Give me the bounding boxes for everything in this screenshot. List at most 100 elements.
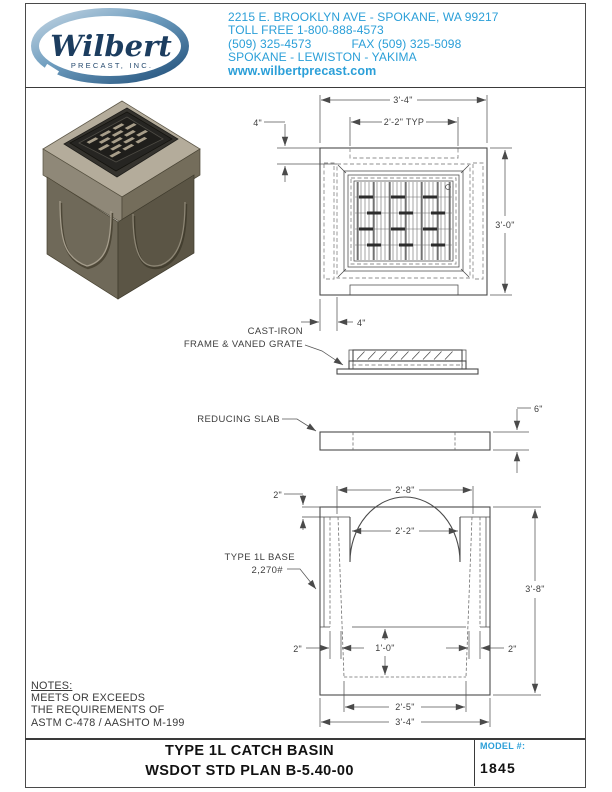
contact-tollfree: TOLL FREE 1-800-888-4573: [228, 23, 384, 38]
base-dim-overall-width: 3'-4": [319, 698, 491, 727]
base-dim-opening-top: 2'-8": [336, 485, 474, 514]
iso-groove-left: [59, 200, 112, 267]
base-label-line1: TYPE 1L BASE: [225, 552, 295, 563]
contact-address: 2215 E. BROOKLYN AVE - SPOKANE, WA 99217: [228, 10, 499, 24]
base-dim-height: 3'-8": [493, 506, 544, 696]
base-dim-top-lip: 2": [273, 490, 322, 530]
grate-label-line1: CAST-IRON: [248, 326, 303, 337]
plan-dim-depth-text: 3'-0": [495, 220, 514, 230]
model-number-value: 1845: [480, 760, 516, 776]
isometric-view: [42, 100, 201, 300]
iso-body-right-face: [117, 174, 195, 300]
plan-frame-outer: [343, 170, 464, 272]
contact-phone: (509) 325-4573: [228, 36, 312, 51]
logo-oval-ring: [31, 8, 189, 84]
plan-dim-lip-bottom: 4": [301, 297, 366, 331]
slab-dim-thickness-text: 6": [534, 404, 543, 414]
plan-frame-corner-miters: [337, 164, 470, 278]
iso-slab-right-side: [121, 148, 201, 224]
base-label-leader: [287, 568, 317, 590]
logo-ring-gap: [42, 63, 60, 79]
base-tapered-interior: [337, 516, 473, 678]
plan-dim-lip-top: 4": [253, 118, 337, 182]
base-dim-knockout-text: 2'-2": [395, 526, 414, 536]
plan-top-notch: [349, 148, 459, 159]
base-dim-wall-right: 2": [446, 631, 517, 659]
base-label-line2: 2,270#: [252, 565, 284, 576]
plan-left-hidden-wall: [323, 162, 335, 280]
plan-outer-slab: [319, 147, 488, 296]
contact-fax: FAX (509) 325-5098: [351, 36, 462, 51]
drawing-title: TYPE 1L CATCH BASIN WSDOT STD PLAN B-5.4…: [25, 742, 474, 781]
title-block-divider-line: [474, 739, 475, 786]
reducing-slab-view: REDUCING SLAB 6": [197, 404, 543, 473]
plan-grate-lift-hole: [445, 184, 451, 190]
grate-section-vanes: [356, 351, 453, 360]
logo-subtext: PRECAST, INC.: [71, 61, 153, 70]
plan-frame-seat-hidden: [350, 177, 457, 265]
base-outline: [319, 506, 491, 696]
page-border: [25, 3, 586, 788]
plan-grate-edge: [353, 180, 454, 262]
plan-dim-lip-top-text: 4": [253, 118, 262, 128]
plan-dim-depth: 3'-0": [490, 147, 514, 296]
base-dim-sump: 1'-0": [375, 629, 394, 675]
contact-block: 2215 E. BROOKLYN AVE - SPOKANE, WA 99217…: [228, 10, 499, 78]
base-dim-inner-width: 2'-5": [343, 681, 467, 712]
grate-section-left-cap: [348, 349, 354, 370]
grate-section-flange: [336, 368, 479, 375]
base-dim-overall-width-text: 3'-4": [395, 717, 414, 727]
base-inner-wall-lines: [323, 517, 487, 627]
slab-dim-thickness: 6": [493, 404, 543, 473]
plan-grate-vertical-bars: [356, 182, 450, 260]
logo-wordmark: Wilbert: [50, 29, 172, 63]
iso-groove-left-shadow: [59, 202, 114, 270]
slab-label: REDUCING SLAB: [197, 414, 280, 425]
plan-dim-width-text: 3'-4": [393, 95, 412, 105]
header-divider-line: [25, 87, 585, 88]
notes-line-1: MEETS OR EXCEEDS: [31, 692, 146, 705]
plan-grate-row-lines: [355, 196, 452, 246]
notes-line-2: THE REQUIREMENTS OF: [31, 704, 165, 717]
plan-grate-tie-bars: [359, 195, 445, 247]
base-dim-wall-left-text: 2": [293, 644, 302, 654]
plan-dim-grate-typ: 2'-2" TYP: [349, 117, 459, 146]
plan-bottom-notch: [349, 284, 459, 295]
grate-label-line2: FRAME & VANED GRATE: [184, 339, 303, 350]
slab-hidden-joints: [352, 432, 456, 450]
drawing-title-line2: WSDOT STD PLAN B-5.40-00: [145, 762, 354, 779]
notes-line-3: ASTM C-478 / AASHTO M-199: [31, 716, 185, 729]
iso-grate-slots: [86, 123, 148, 158]
plan-dim-overall-width: 3'-4": [319, 95, 488, 143]
drawing-title-line1: TYPE 1L CATCH BASIN: [165, 743, 334, 759]
company-logo: Wilbert PRECAST, INC.: [31, 8, 189, 84]
slab-outline: [319, 431, 491, 451]
base-dim-knockout: 2'-2": [352, 526, 458, 536]
contact-website: www.wilbertprecast.com: [228, 63, 377, 78]
model-number-label: MODEL #:: [480, 741, 526, 751]
slab-label-leader: [282, 418, 317, 432]
contact-locations: SPOKANE - LEWISTON - YAKIMA: [228, 50, 417, 65]
notes-heading: NOTES:: [31, 680, 73, 692]
base-hidden-wall-lines: [329, 517, 481, 627]
base-dim-opening-top-text: 2'-8": [395, 485, 414, 495]
base-dim-wall-left: 2": [293, 631, 364, 659]
base-dim-height-text: 3'-8": [525, 584, 544, 594]
title-block-top-line: [25, 738, 585, 740]
grate-section-view: CAST-IRON FRAME & VANED GRATE: [184, 326, 479, 375]
plan-frame-flange-hidden: [336, 163, 471, 279]
base-dim-inner-width-text: 2'-5": [395, 702, 414, 712]
iso-groove-right: [132, 201, 186, 267]
iso-groove-right-shadow: [132, 203, 188, 270]
plan-grate-group-bars: [357, 182, 451, 260]
base-dim-top-lip-text: 2": [273, 490, 282, 500]
plan-dim-lip-bottom-text: 4": [357, 318, 366, 328]
base-knockout-u: [349, 496, 461, 563]
base-dim-sump-text: 1'-0": [375, 643, 394, 653]
plan-right-hidden-wall: [472, 162, 484, 280]
notes-block: NOTES: MEETS OR EXCEEDS THE REQUIREMENTS…: [31, 680, 185, 729]
plan-frame-inner: [347, 174, 460, 268]
plan-dim-grate-text: 2'-2" TYP: [384, 117, 424, 127]
